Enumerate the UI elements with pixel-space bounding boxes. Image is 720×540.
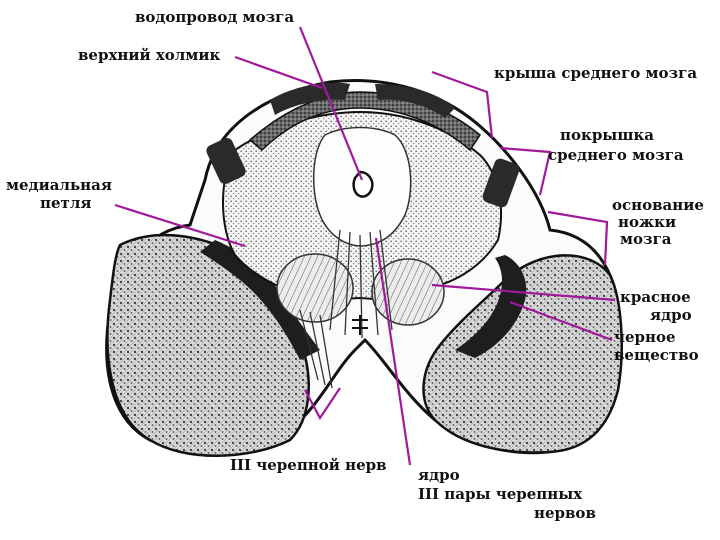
pointer-medial-lemniscus [114, 203, 246, 248]
label-cn3-nucleus-3: нервов [534, 504, 596, 522]
pointer-substantia-nigra [509, 300, 613, 342]
oculomotor-fibres [299, 229, 393, 389]
cerebral-aqueduct [352, 170, 374, 198]
right-red-nucleus [371, 258, 445, 326]
right-lateral-patch [482, 158, 520, 208]
label-medial-lemniscus-1: медиальная [6, 176, 112, 194]
right-cerebral-peduncle [422, 254, 623, 454]
pointer-aqueduct [298, 26, 364, 181]
left-substantia-nigra [200, 240, 320, 360]
label-tegmentum-1: покрышка [560, 126, 655, 144]
label-base-1: основание [612, 196, 704, 214]
pointer-basis [547, 210, 609, 266]
label-substantia-nigra-1: черное [614, 328, 676, 346]
midline-marker [352, 315, 368, 335]
label-tegmentum-2: среднего мозга [548, 146, 684, 164]
label-tectum: крыша среднего мозга [494, 64, 698, 82]
left-red-nucleus [276, 253, 354, 323]
superior-colliculus-right [375, 84, 455, 118]
label-red-nucleus-1: красное [620, 288, 691, 306]
pointer-tectum [431, 70, 494, 139]
pointer-lines [114, 26, 616, 466]
label-medial-lemniscus-2: петля [40, 194, 92, 212]
right-substantia-nigra [455, 255, 527, 358]
pointer-red-nucleus [431, 283, 616, 302]
label-cn3-nerve: III черепной нерв [230, 456, 387, 474]
pointer-superior-colliculus [234, 55, 323, 90]
label-base-3: мозга [620, 230, 672, 248]
pointer-cn3-nucleus [374, 237, 412, 466]
left-lateral-patch [206, 138, 246, 184]
pointer-tegmentum [499, 146, 552, 196]
label-superior-colliculus: верхний холмик [78, 46, 221, 64]
label-red-nucleus-2: ядро [650, 306, 692, 324]
label-cn3-nucleus-2: III пары черепных [418, 485, 583, 503]
superior-colliculus-left [270, 82, 350, 115]
label-substantia-nigra-2: вещество [614, 346, 699, 364]
label-cn3-nucleus-1: ядро [418, 466, 460, 484]
label-base-2: ножки [618, 213, 677, 231]
label-aqueduct: водопровод мозга [135, 8, 295, 26]
pointer-cn3-nerve [304, 387, 341, 421]
